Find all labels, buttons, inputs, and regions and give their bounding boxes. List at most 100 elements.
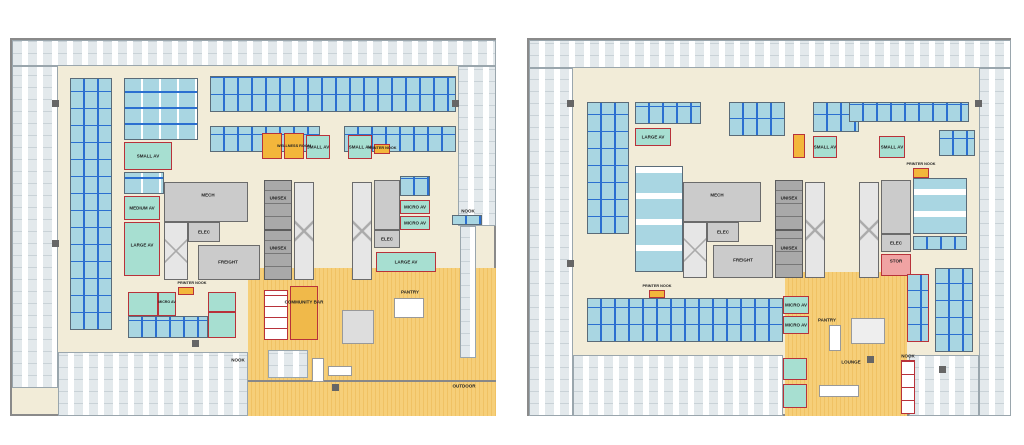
kitchen-counter xyxy=(342,310,374,344)
pantry-label: PANTRY xyxy=(818,317,836,323)
freight-lobby xyxy=(198,245,260,280)
unisex-restrooms-1 xyxy=(775,180,803,230)
elevators-east xyxy=(352,182,372,280)
large-av-room-2[interactable] xyxy=(376,252,436,272)
elec-room xyxy=(707,222,739,242)
offices-east-small xyxy=(913,236,967,250)
workstations-left xyxy=(529,68,573,416)
mech-label: MECH xyxy=(201,192,215,198)
elec-room-2 xyxy=(881,234,911,252)
medium-av-room[interactable] xyxy=(124,196,160,220)
printer-nook-2 xyxy=(178,287,194,295)
unisex-restrooms-2 xyxy=(775,230,803,278)
column xyxy=(332,384,339,391)
stair xyxy=(683,222,707,278)
small-av-room-4[interactable] xyxy=(128,292,158,316)
nook-label: NOOK xyxy=(231,357,245,363)
micro-av-room-1[interactable] xyxy=(783,296,809,314)
wellness-anteroom xyxy=(262,133,282,159)
community-bar[interactable] xyxy=(290,286,318,340)
community-bar-label: COMMUNITY BAR xyxy=(284,299,324,305)
stor-label: STOR xyxy=(889,258,903,264)
nook-pair xyxy=(452,215,482,225)
storage-room xyxy=(881,254,911,276)
micro-av-room-2[interactable] xyxy=(783,316,809,334)
workstations-right xyxy=(458,66,496,226)
small-av-room-1[interactable] xyxy=(124,142,172,170)
unisex-label: UNISEX xyxy=(269,245,287,251)
small-av-room-2[interactable] xyxy=(306,135,330,159)
micro-av-room-4[interactable] xyxy=(208,292,236,312)
office-row-top xyxy=(210,76,456,112)
freight-label: FREIGHT xyxy=(218,259,238,265)
stair-east xyxy=(374,180,400,230)
large-av-label: LARGE AV xyxy=(130,242,154,248)
office-block-nw xyxy=(124,78,198,140)
small-av-room-4[interactable] xyxy=(783,384,807,408)
micro-av-label: MICRO AV xyxy=(158,300,176,304)
column xyxy=(452,100,459,107)
stair-east xyxy=(881,180,911,234)
small-av-label: SMALL AV xyxy=(813,144,837,150)
mech-room xyxy=(164,182,248,222)
column xyxy=(867,356,874,363)
column xyxy=(52,240,59,247)
workstations-east-strip xyxy=(460,226,476,358)
small-av-room-1[interactable] xyxy=(813,136,837,158)
small-av-room-5[interactable] xyxy=(208,312,236,338)
freight-lobby xyxy=(713,245,773,278)
wellness-room-label: WELLNESS ROOM xyxy=(277,144,311,148)
restrooms-community xyxy=(264,290,288,340)
floor-plan-right: LOUNGE PANTRY LARGE AV SMALL AV SMALL AV… xyxy=(527,38,1011,416)
nook-label: NOOK xyxy=(901,353,915,359)
large-av-room[interactable] xyxy=(635,128,671,146)
lounge-label: LOUNGE xyxy=(841,359,861,365)
freight-label: FREIGHT xyxy=(733,257,753,263)
column xyxy=(975,100,982,107)
mech-label: MECH xyxy=(710,192,724,198)
stair-feature xyxy=(851,318,885,344)
column xyxy=(567,100,574,107)
elec-room-2 xyxy=(374,230,400,248)
unisex-label: UNISEX xyxy=(780,245,798,251)
sofa xyxy=(312,358,324,382)
unisex-label: UNISEX xyxy=(780,195,798,201)
office-column-left xyxy=(70,78,112,330)
offices-east-block xyxy=(935,268,973,352)
printer-nook-label: PRINTER NOOK xyxy=(642,284,672,288)
wellness-room[interactable] xyxy=(284,133,304,159)
elec-label: ELEC xyxy=(889,240,903,246)
column xyxy=(52,100,59,107)
unisex-label: UNISEX xyxy=(269,195,287,201)
small-av-label: SMALL AV xyxy=(136,153,160,159)
medium-av-label: MEDIUM AV xyxy=(129,205,155,211)
small-av-room-2[interactable] xyxy=(879,136,905,158)
workstations-bottom-east xyxy=(909,355,979,416)
elevators-west xyxy=(805,182,825,278)
nook-stack xyxy=(901,360,915,414)
office-block-w xyxy=(124,172,164,194)
elec-label: ELEC xyxy=(197,229,211,235)
column xyxy=(192,340,199,347)
small-av-room-3[interactable] xyxy=(348,135,372,159)
office-column-left xyxy=(587,102,629,234)
large-av-room-1[interactable] xyxy=(124,222,160,276)
micro-av-room-2[interactable] xyxy=(400,216,430,230)
column xyxy=(567,260,574,267)
micro-av-room-3[interactable] xyxy=(158,292,176,316)
workstations-community xyxy=(268,350,308,378)
workstations-top xyxy=(529,40,1011,68)
printer-nook-1 xyxy=(913,168,929,178)
printer-nook-label: PRINTER NOOK xyxy=(177,281,207,285)
outdoor-label: OUTDOOR xyxy=(452,383,476,389)
printer-nook-label: PRINTER NOOK xyxy=(367,146,397,150)
large-av-label: LARGE AV xyxy=(641,134,665,140)
open-office-west xyxy=(635,166,683,272)
elec-label: ELEC xyxy=(716,229,730,235)
elec-label: ELEC xyxy=(380,236,394,242)
printer-nook-1 xyxy=(374,144,390,154)
office-top-a xyxy=(635,102,701,124)
workstations-top xyxy=(12,40,496,66)
micro-av-room-1[interactable] xyxy=(400,200,430,214)
small-av-room-3[interactable] xyxy=(783,358,807,380)
